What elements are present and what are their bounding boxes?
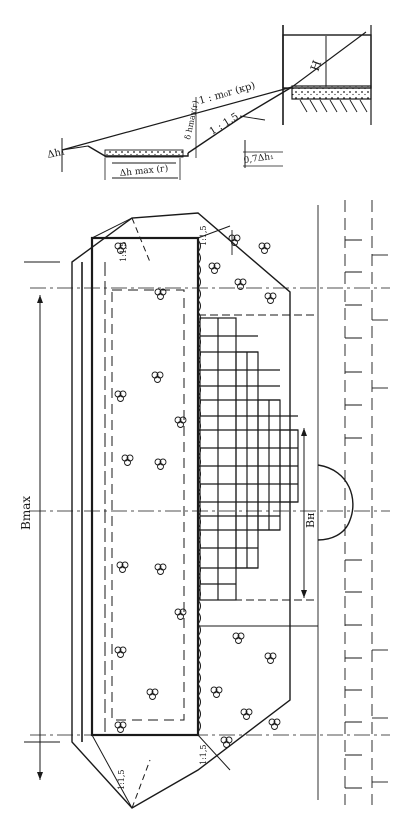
label-length: Bmax bbox=[19, 496, 33, 530]
plan-view bbox=[24, 200, 390, 809]
label-height: H bbox=[308, 58, 325, 73]
slope-line-main bbox=[61, 86, 293, 151]
label-delta-h-max: Δh max (г) bbox=[119, 163, 169, 179]
gravel-symbols bbox=[114, 234, 281, 748]
label-side-note: δ hmax(г) bbox=[183, 100, 200, 141]
ditch bbox=[87, 145, 189, 180]
right-ruler bbox=[317, 200, 373, 805]
cut-slope bbox=[187, 86, 293, 154]
label-width: Bн bbox=[304, 513, 317, 528]
pit-inner-dashed bbox=[111, 289, 185, 721]
foundation-slab bbox=[291, 85, 372, 100]
pit-rectangle bbox=[90, 236, 200, 737]
label-slope-cut: 1 : 1,5 bbox=[208, 111, 241, 137]
arch bbox=[317, 464, 354, 541]
ground-hatch bbox=[299, 99, 368, 113]
label-delta-h1: Δh₁ bbox=[46, 147, 66, 161]
label-0-7: 0,7Δh₁ bbox=[243, 152, 274, 166]
plan-outer-outline bbox=[71, 212, 291, 809]
ruler-ticks bbox=[345, 239, 388, 789]
stepped-grid bbox=[199, 317, 299, 601]
label-slope-bottom-left: 1:1,5 bbox=[117, 769, 126, 790]
label-slope-main: 1 : m₀r (кр) bbox=[198, 80, 257, 107]
label-slope-bottom-right: 1:1,5 bbox=[199, 744, 208, 765]
cross-section bbox=[61, 25, 372, 180]
label-slope-top-left: 1:1,5 bbox=[119, 241, 128, 262]
label-slope-top-right: 1:1,5 bbox=[199, 225, 208, 246]
